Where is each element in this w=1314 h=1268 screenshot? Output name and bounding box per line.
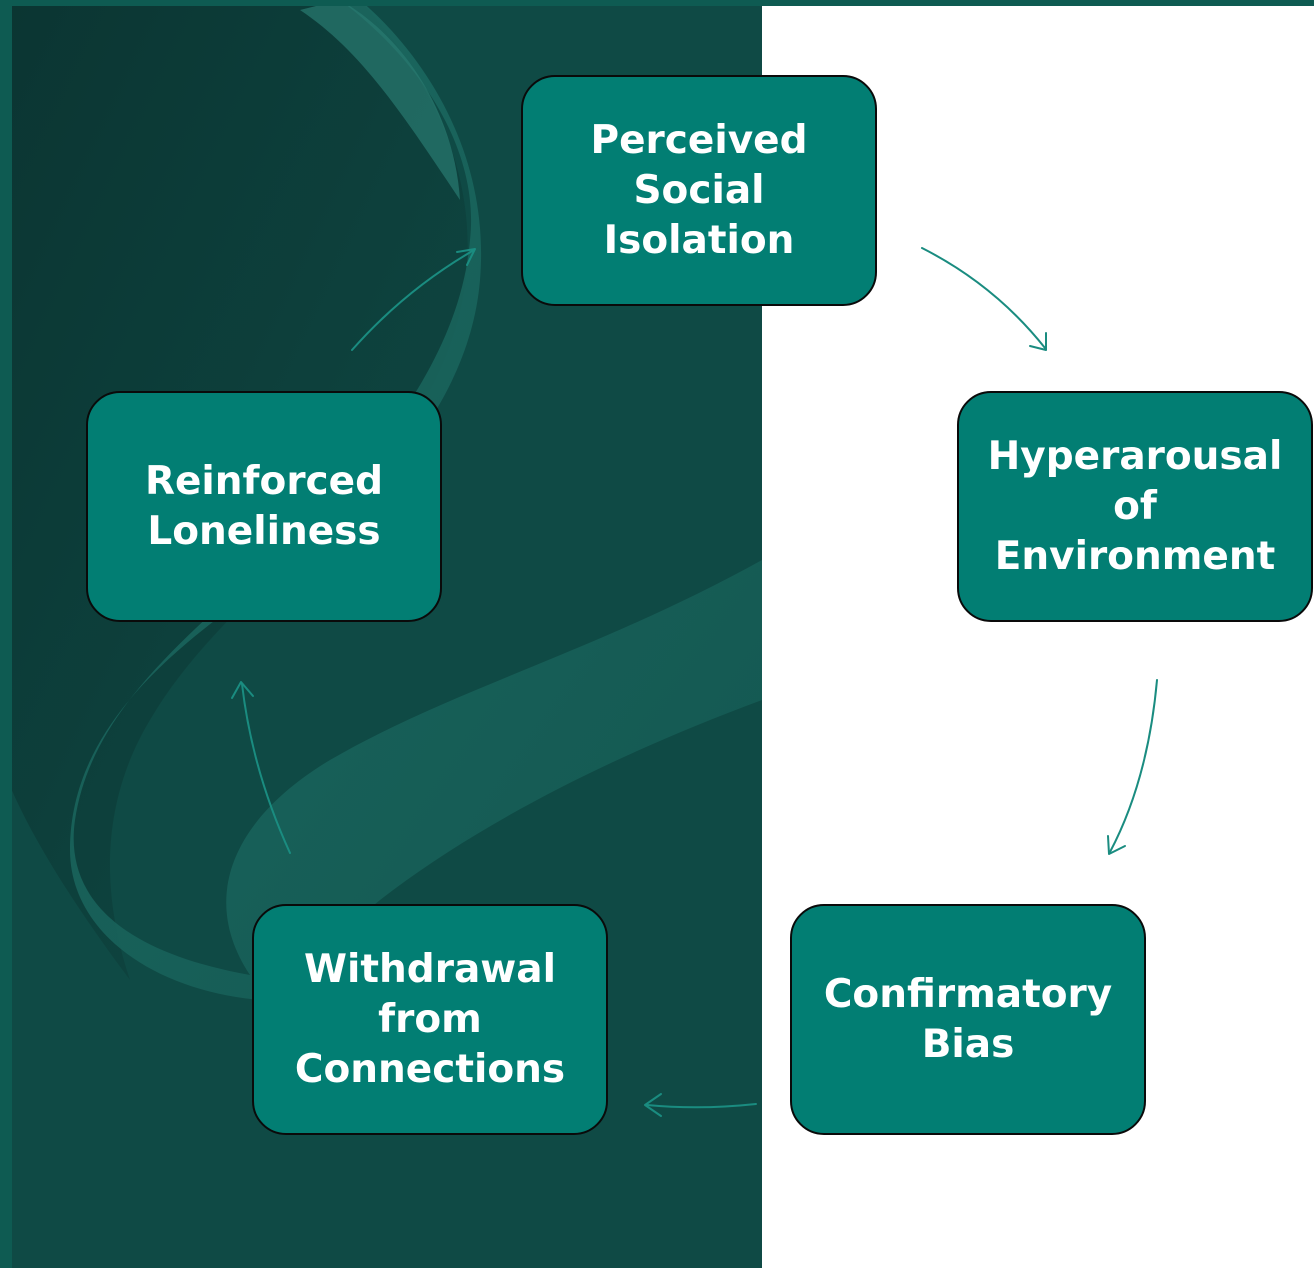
node-label: Withdrawal from Connections xyxy=(294,946,566,1092)
arrow-bias-to-withdrawal xyxy=(646,1103,757,1109)
node-label: Confirmatory Bias xyxy=(823,971,1113,1067)
arrowhead-withdrawal-to-loneliness xyxy=(231,681,254,699)
node-label: Perceived Social Isolation xyxy=(590,117,808,263)
node-withdrawal-from-connections: Withdrawal from Connections xyxy=(252,904,608,1135)
node-label: Reinforced Loneliness xyxy=(144,458,384,554)
arrow-hyperarousal-to-bias xyxy=(1109,679,1158,853)
arrowhead-bias-to-withdrawal xyxy=(644,1093,662,1117)
node-hyperarousal-of-environment: Hyperarousal of Environment xyxy=(957,391,1313,622)
arrowhead-hyperarousal-to-bias xyxy=(1107,835,1126,855)
node-label: Hyperarousal of Environment xyxy=(987,433,1283,579)
arrow-loneliness-to-isolation xyxy=(351,249,475,351)
arrow-withdrawal-to-loneliness xyxy=(241,683,291,854)
arrowhead-loneliness-to-isolation xyxy=(456,248,476,266)
node-reinforced-loneliness: Reinforced Loneliness xyxy=(86,391,442,622)
arrowhead-isolation-to-hyperarousal xyxy=(1029,332,1047,351)
top-accent-strip xyxy=(0,0,1314,6)
node-perceived-social-isolation: Perceived Social Isolation xyxy=(521,75,877,306)
node-confirmatory-bias: Confirmatory Bias xyxy=(790,904,1146,1135)
arrow-isolation-to-hyperarousal xyxy=(921,247,1046,349)
